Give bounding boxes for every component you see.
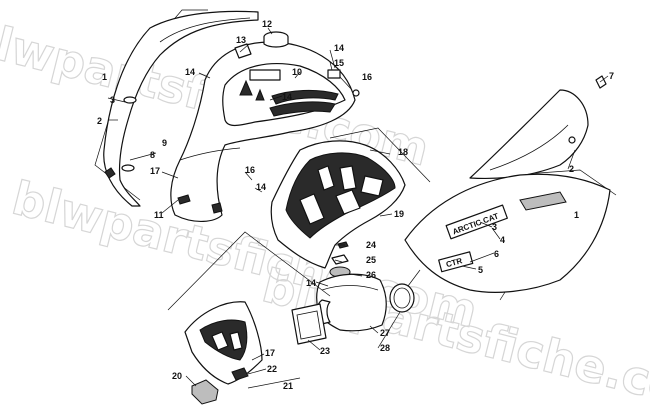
callout-8: 8 (150, 150, 155, 160)
side-panel-right-lower: ARCTIC CAT CTR (404, 173, 611, 293)
callout-25: 25 (366, 255, 376, 265)
left-panel-fastener-icon (123, 96, 137, 104)
decal-model-text: CTR (445, 256, 463, 269)
callout-27: 27 (380, 328, 390, 338)
callout-1-right: 1 (574, 210, 579, 220)
bracket-13-icon (234, 43, 252, 59)
callout-10: 10 (292, 67, 302, 77)
front-nose-frame (167, 231, 331, 389)
gauge-cap (263, 31, 289, 48)
left-panel-bracket-icon (104, 167, 116, 179)
right-panel-fastener-icon (568, 136, 576, 144)
callout-16-a: 16 (362, 72, 372, 82)
callout-19: 19 (394, 209, 404, 219)
front-nose (184, 301, 263, 385)
callout-5: 5 (478, 265, 483, 275)
leader-lines (107, 27, 609, 387)
callout-4: 4 (500, 235, 505, 245)
hood-vent-grille-icon (249, 69, 281, 81)
bracket-25-icon (331, 254, 349, 265)
callout-14-a: 14 (185, 67, 195, 77)
callout-26: 26 (366, 270, 376, 280)
seal-ring (389, 283, 415, 313)
callout-9: 9 (162, 138, 167, 148)
callout-13: 13 (236, 35, 246, 45)
callout-15: 15 (334, 58, 344, 68)
callout-18: 18 (398, 147, 408, 157)
bracket-20-icon (191, 379, 219, 405)
callout-7: 7 (609, 71, 614, 81)
callout-2-left: 2 (97, 116, 102, 126)
callout-14-e: 14 (306, 278, 316, 288)
callout-3-right: 3 (492, 222, 497, 232)
callout-2-right: 2 (569, 164, 574, 174)
air-box (270, 140, 406, 269)
callout-16-b: 16 (245, 165, 255, 175)
callout-17-lower: 17 (265, 348, 275, 358)
decal-stripe-icon (519, 191, 567, 211)
callout-21: 21 (283, 381, 293, 391)
callout-17-upper: 17 (150, 166, 160, 176)
callout-28: 28 (380, 343, 390, 353)
gasket (291, 303, 327, 345)
callout-24: 24 (366, 240, 376, 250)
side-panel-left (103, 10, 259, 207)
callout-11: 11 (154, 210, 164, 220)
clip-15-icon (327, 69, 341, 79)
fastener-16-icon (352, 89, 360, 97)
callout-6: 6 (494, 249, 499, 259)
callout-22: 22 (267, 364, 277, 374)
hood-center-panel (170, 41, 356, 222)
callout-12: 12 (262, 19, 272, 29)
left-panel-vent-icon (121, 164, 135, 172)
fastener-7-icon (595, 75, 607, 89)
callout-20: 20 (172, 371, 182, 381)
callout-1-left: 1 (102, 72, 107, 82)
callout-23: 23 (320, 346, 330, 356)
callout-14-c: 14 (334, 43, 344, 53)
callout-14-b: 14 (282, 92, 292, 102)
side-panel-right (469, 89, 589, 179)
callout-labels: 1 3 2 9 8 17 11 13 12 14 14 10 14 15 16 … (97, 19, 614, 391)
callout-3-left: 3 (110, 95, 115, 105)
air-duct (316, 273, 387, 332)
callout-14-d: 14 (256, 182, 266, 192)
